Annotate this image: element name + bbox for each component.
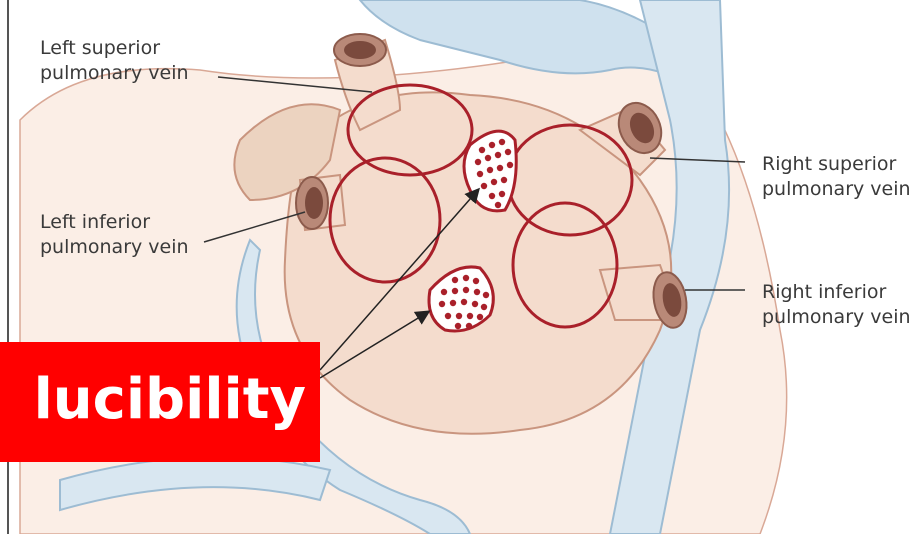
label-left-superior-pulmonary-vein: Left superior pulmonary vein bbox=[40, 36, 189, 86]
label-line-2: pulmonary vein bbox=[762, 177, 911, 202]
label-line-2: pulmonary vein bbox=[40, 61, 189, 86]
label-line-1: Right superior bbox=[762, 152, 911, 177]
label-right-superior-pulmonary-vein: Right superior pulmonary vein bbox=[762, 152, 911, 202]
banner-text: lucibility bbox=[34, 360, 306, 440]
label-right-inferior-pulmonary-vein: Right inferior pulmonary vein bbox=[762, 280, 911, 330]
label-line-1: Left superior bbox=[40, 36, 189, 61]
overlay-banner: lucibility bbox=[0, 342, 320, 462]
label-line-1: Left inferior bbox=[40, 210, 189, 235]
label-line-2: pulmonary vein bbox=[40, 235, 189, 260]
label-left-inferior-pulmonary-vein: Left inferior pulmonary vein bbox=[40, 210, 189, 260]
label-line-2: pulmonary vein bbox=[762, 305, 911, 330]
label-line-1: Right inferior bbox=[762, 280, 911, 305]
